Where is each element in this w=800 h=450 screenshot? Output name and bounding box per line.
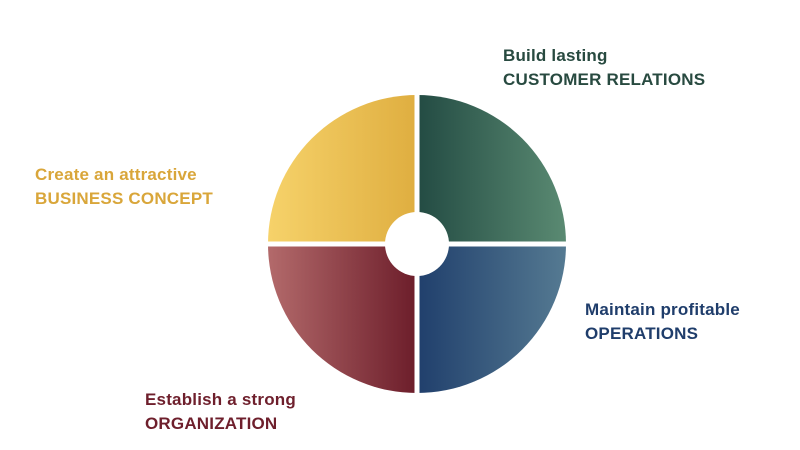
quadrant-business-concept xyxy=(268,95,417,244)
label-organization: Establish a strong ORGANIZATION xyxy=(145,388,296,436)
quadrant-operations xyxy=(417,244,566,393)
label-line1: Build lasting xyxy=(503,46,608,65)
quadrant-customer-relations xyxy=(417,95,566,244)
quadrant-organization xyxy=(268,244,417,393)
label-line2: CUSTOMER RELATIONS xyxy=(503,70,706,89)
label-line2: OPERATIONS xyxy=(585,324,699,343)
label-line2: BUSINESS CONCEPT xyxy=(35,189,213,208)
label-line1: Maintain profitable xyxy=(585,300,740,319)
center-hole xyxy=(385,212,449,276)
label-line2: ORGANIZATION xyxy=(145,414,278,433)
label-operations: Maintain profitable OPERATIONS xyxy=(585,298,740,346)
label-business-concept: Create an attractive BUSINESS CONCEPT xyxy=(35,163,213,211)
label-customer-relations: Build lasting CUSTOMER RELATIONS xyxy=(503,44,705,92)
label-line1: Create an attractive xyxy=(35,165,197,184)
label-line1: Establish a strong xyxy=(145,390,296,409)
